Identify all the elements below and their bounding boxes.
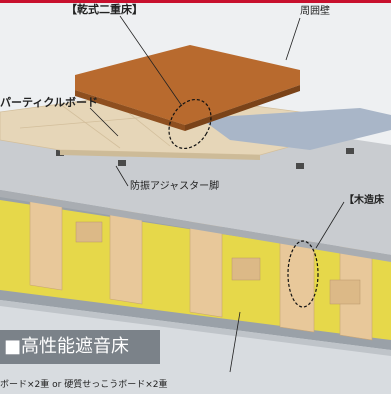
top-accent-line <box>0 0 391 3</box>
particle-board-edge <box>60 150 260 160</box>
anti-vibration-adjuster-label: 防振アジャスター脚 <box>130 181 220 192</box>
joist <box>189 218 223 318</box>
ellipse-highlight-icon <box>287 240 319 308</box>
subfloor-panel-edge <box>0 190 391 262</box>
wooden-floor-label: 【木造床 <box>344 195 384 206</box>
gypsum-board-label: ボード×2重 or 硬質せっこうボード×2重 <box>0 380 168 390</box>
adjuster-foot <box>296 163 304 169</box>
adjuster-foot <box>118 160 126 166</box>
wood-finish-floor <box>75 45 300 125</box>
wood-floor-edge <box>75 90 185 131</box>
high-performance-floor-label: ■高性能遮音床 <box>4 336 130 357</box>
cross-block <box>75 221 103 243</box>
joist <box>109 206 143 305</box>
dry-double-floor-label: 【乾式二重床】 <box>66 3 143 16</box>
underlay-sheet <box>200 108 391 150</box>
ellipse-highlight-icon <box>168 98 212 150</box>
joist <box>29 194 63 291</box>
wood-floor-edge-side <box>185 85 300 131</box>
cross-block <box>231 257 261 281</box>
surrounding-wall-label: 周囲壁 <box>300 6 330 17</box>
adjuster-foot <box>346 148 354 154</box>
ceiling-board-edge <box>0 300 391 356</box>
cross-block <box>329 279 361 305</box>
particle-board-label: パーティクルボード <box>0 96 99 109</box>
leader-lines <box>89 15 345 373</box>
performance-label-band <box>0 330 160 364</box>
cross-blocks <box>75 221 361 305</box>
ceiling-board <box>0 300 391 394</box>
